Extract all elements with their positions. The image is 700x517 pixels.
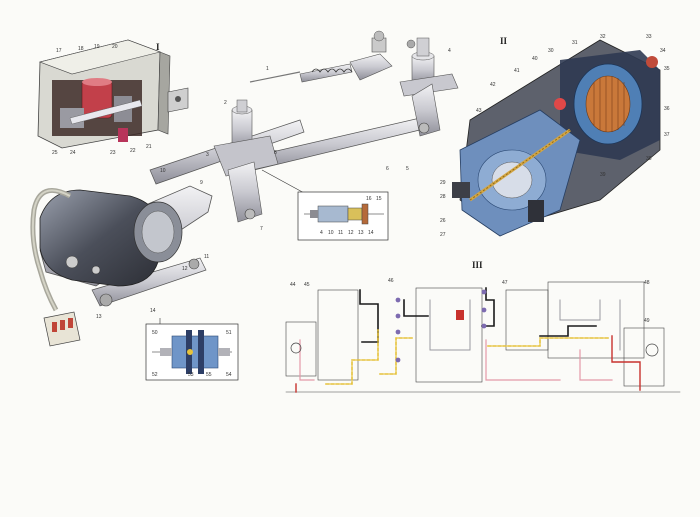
crank-arm-assembly: [249, 30, 393, 83]
part-label: 53: [188, 372, 194, 378]
motor-symbol: [290, 342, 302, 354]
section-heading-i: I: [156, 42, 160, 52]
part-label: 12: [182, 266, 188, 272]
part-label: 47: [502, 280, 508, 286]
part-label: 48: [644, 280, 650, 286]
part-label: 49: [644, 318, 650, 324]
part-label: 3: [206, 152, 209, 158]
spring: [311, 68, 353, 73]
part-label: 11: [204, 254, 209, 260]
detail-gear-coupling: [145, 323, 239, 381]
part-label: 54: [226, 372, 232, 378]
part-label: 42: [490, 82, 496, 88]
part-label: 21: [146, 144, 152, 150]
part-label: 11: [338, 230, 343, 236]
part-label: 39: [600, 172, 606, 178]
part-label: 22: [130, 148, 136, 154]
detail-spring-bushing: [297, 191, 389, 241]
part-label: 15: [376, 196, 382, 202]
part-label: 51: [226, 330, 232, 336]
part-label: 32: [600, 34, 606, 40]
relay-unit: [37, 39, 189, 149]
connector-plug: [43, 311, 81, 347]
part-label: 12: [348, 230, 354, 236]
part-label: 55: [206, 372, 212, 378]
part-label: 44: [290, 282, 296, 288]
part-label: 27: [440, 232, 446, 238]
part-label: 35: [664, 66, 670, 72]
part-label: 37: [664, 132, 670, 138]
part-label: 50: [152, 330, 158, 336]
part-label: 24: [70, 150, 76, 156]
part-label: 10: [160, 168, 166, 174]
part-label: 38: [646, 156, 652, 162]
part-label: 5: [406, 166, 409, 172]
part-label: 7: [260, 226, 263, 232]
part-label: 20: [112, 44, 118, 50]
armature-winding: [585, 75, 631, 133]
part-label: 18: [78, 46, 84, 52]
part-label: 34: [660, 48, 666, 54]
part-label: 26: [440, 218, 446, 224]
part-label: 36: [664, 106, 670, 112]
part-label: 10: [328, 230, 334, 236]
switch-symbol: [645, 343, 659, 357]
wiper-motor: [30, 187, 183, 347]
part-label: 13: [358, 230, 364, 236]
part-label: 17: [56, 48, 62, 54]
section-heading-iii: III: [472, 260, 483, 270]
part-label: 4: [448, 48, 451, 54]
section-heading-ii: II: [500, 36, 508, 46]
part-label: 25: [52, 150, 58, 156]
part-label: 2: [224, 100, 227, 106]
part-label: 9: [200, 180, 203, 186]
part-label: 45: [304, 282, 310, 288]
part-label: 4: [320, 230, 323, 236]
motor-cutaway: [452, 39, 661, 237]
part-label: 43: [476, 108, 482, 114]
part-label: 6: [386, 166, 389, 172]
part-label: 33: [646, 34, 652, 40]
part-label: 13: [96, 314, 102, 320]
part-label: 28: [440, 194, 446, 200]
part-label: 41: [514, 68, 520, 74]
part-label: 19: [94, 44, 100, 50]
part-label: 16: [366, 196, 372, 202]
part-label: 1: [266, 66, 269, 72]
part-label: 40: [532, 56, 538, 62]
part-label: 8: [274, 150, 277, 156]
part-label: 14: [150, 308, 156, 314]
wiring-diagram: [285, 281, 681, 393]
part-label: 52: [152, 372, 158, 378]
part-label: 31: [572, 40, 578, 46]
part-label: 46: [388, 278, 394, 284]
part-label: 14: [368, 230, 374, 236]
part-label: 29: [440, 180, 446, 186]
part-label: 30: [548, 48, 554, 54]
part-label: 23: [110, 150, 116, 156]
